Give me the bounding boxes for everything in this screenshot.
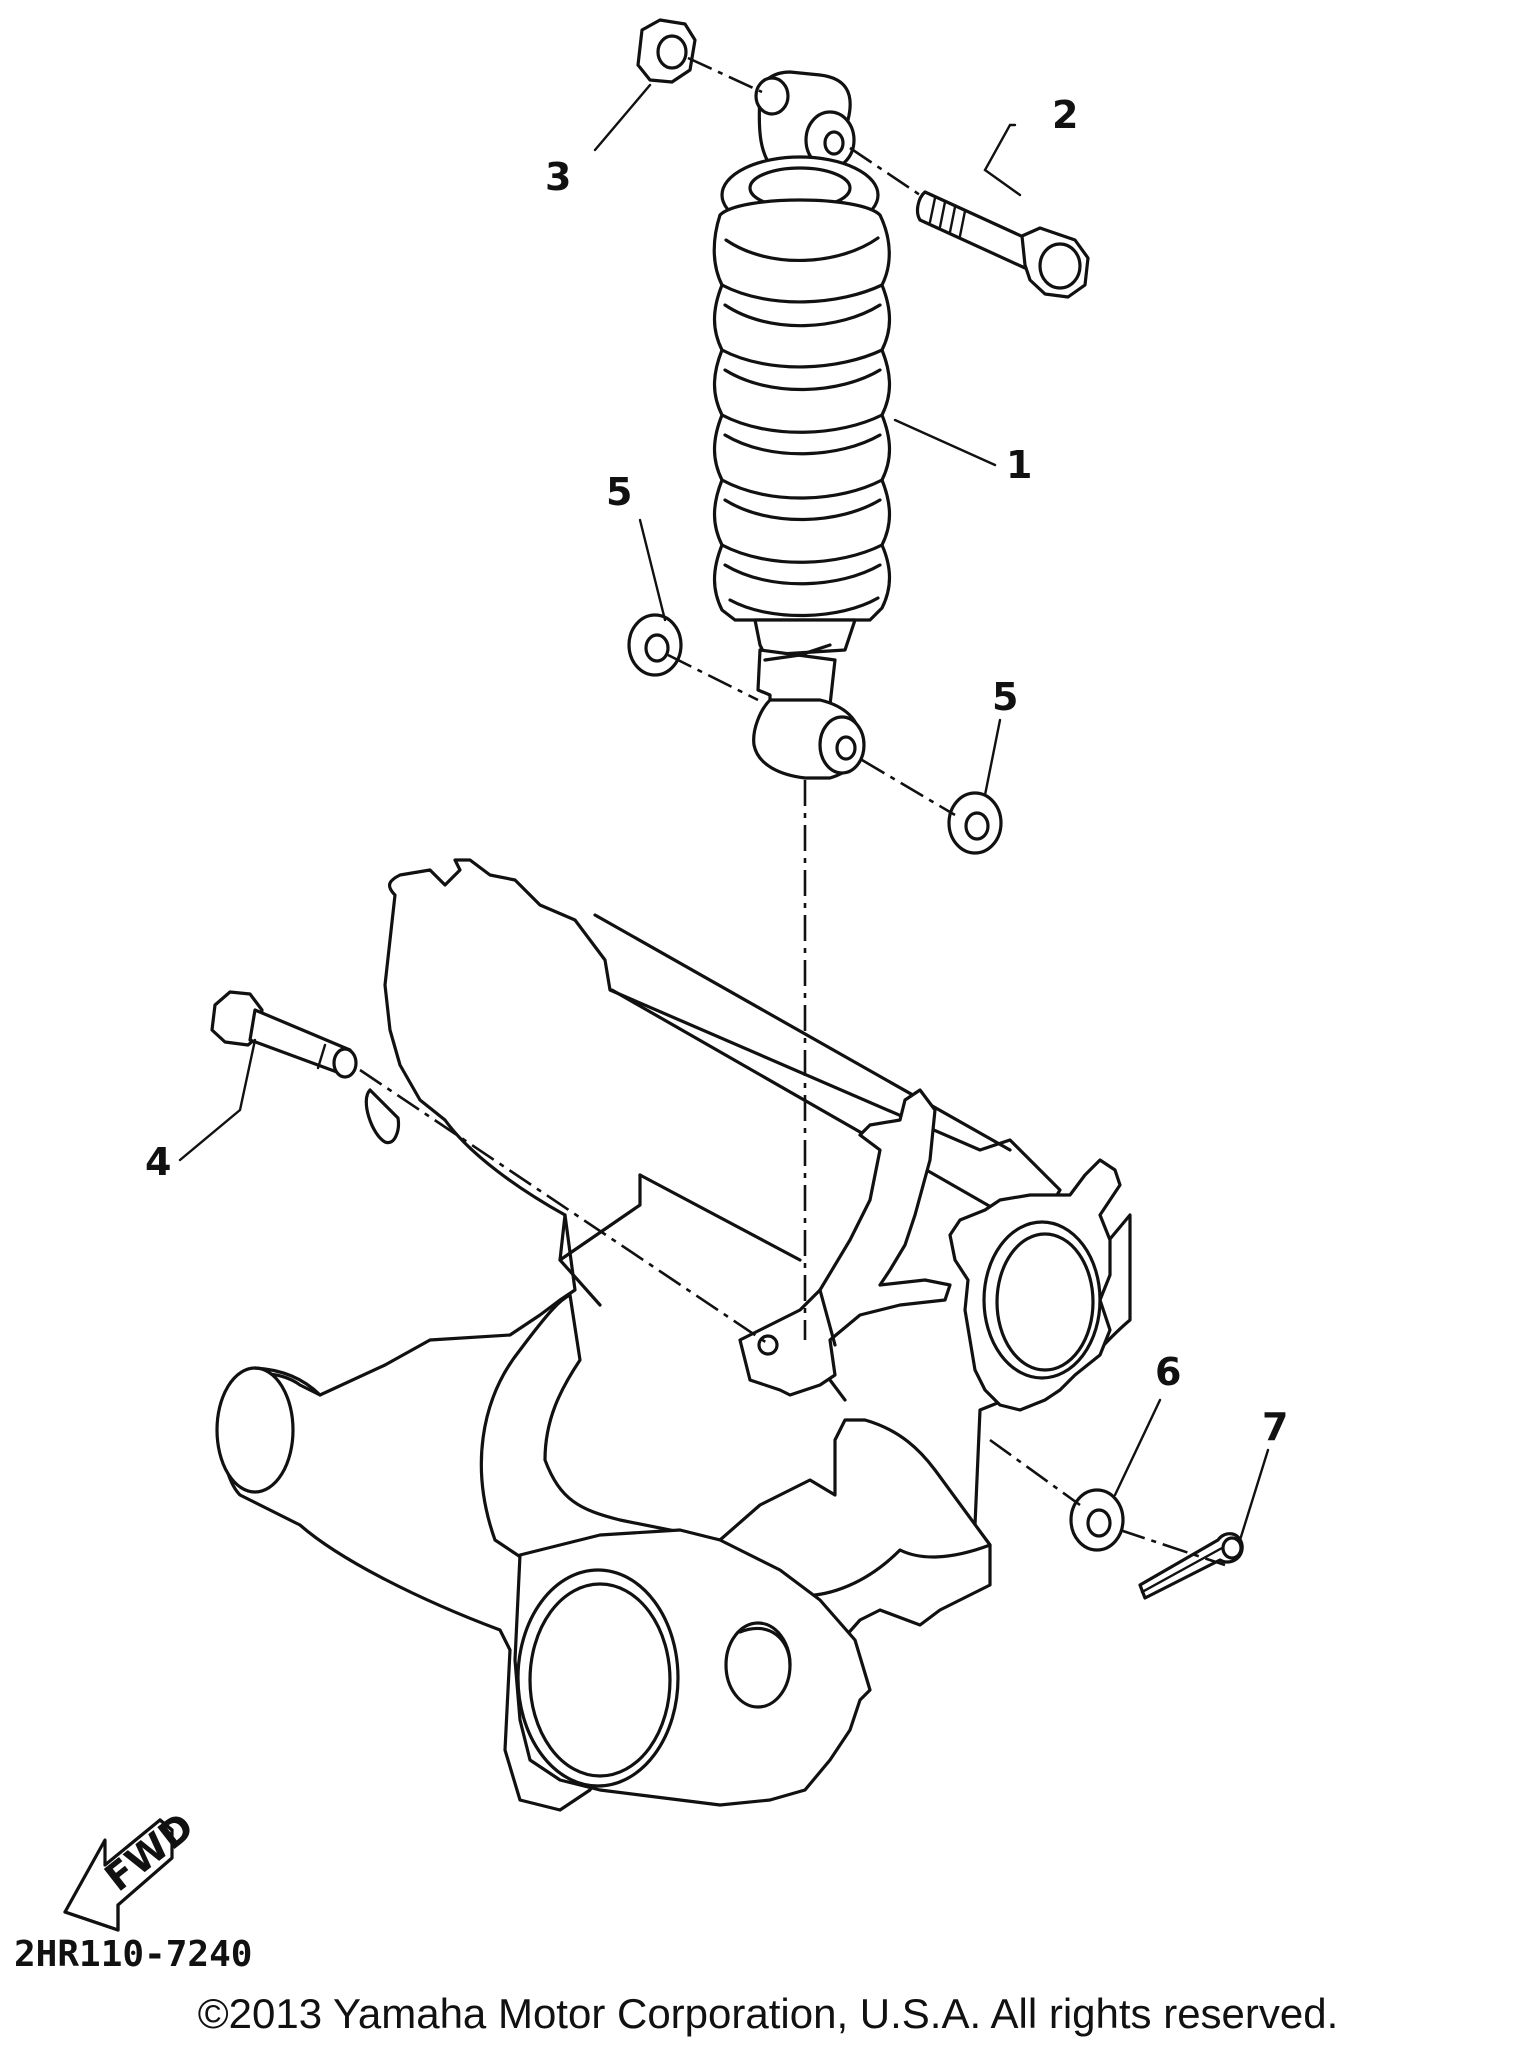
diagram-code: 2HR110-7240 bbox=[14, 1934, 252, 1975]
washer-part-6 bbox=[1069, 1488, 1125, 1552]
callout-labels: 1 2 3 4 5 5 6 7 bbox=[145, 93, 1288, 1449]
callout-4: 4 bbox=[145, 1140, 171, 1184]
callout-5-upper: 5 bbox=[606, 470, 632, 514]
bolt-part-4 bbox=[210, 990, 358, 1079]
washer-part-5-right bbox=[947, 791, 1003, 855]
callout-2: 2 bbox=[1052, 93, 1078, 137]
fwd-arrow-label: FWD bbox=[97, 1804, 202, 1900]
shock-absorber bbox=[712, 70, 892, 780]
assembly-center-lines bbox=[359, 56, 1226, 1567]
fwd-arrow-icon: FWD bbox=[63, 1804, 202, 1932]
swingarm bbox=[215, 858, 1132, 1812]
callout-3: 3 bbox=[545, 155, 571, 199]
bolt-part-2 bbox=[915, 190, 1090, 299]
nut-part-3 bbox=[636, 18, 697, 84]
callout-leaders bbox=[178, 83, 1270, 1542]
callout-7: 7 bbox=[1262, 1405, 1288, 1449]
washer-part-5-left bbox=[627, 613, 683, 677]
callout-1: 1 bbox=[1006, 443, 1032, 487]
callout-5-lower: 5 bbox=[992, 675, 1018, 719]
cotter-pin-part-7 bbox=[1138, 1532, 1244, 1600]
copyright-notice: ©2013 Yamaha Motor Corporation, U.S.A. A… bbox=[197, 1990, 1339, 2037]
callout-6: 6 bbox=[1155, 1350, 1181, 1394]
coil-spring bbox=[712, 198, 892, 622]
